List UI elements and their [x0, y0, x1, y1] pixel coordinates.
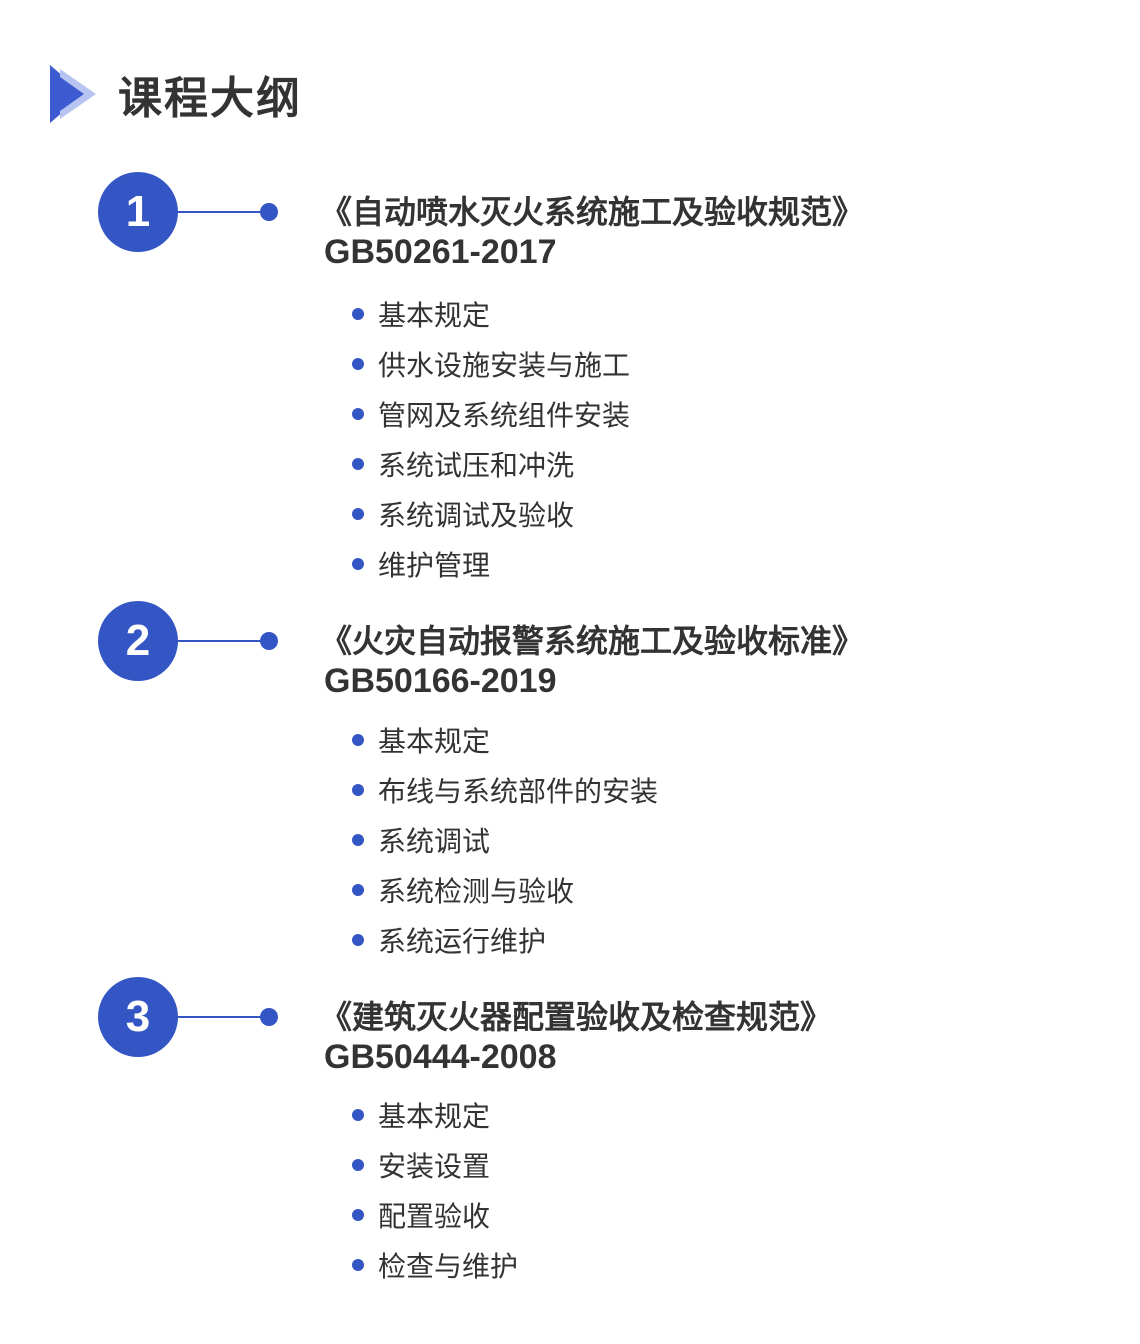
bullet-dot: [352, 834, 364, 846]
topic-list: 基本规定 布线与系统部件的安装 系统调试 系统检测与验收 系统运行维护: [352, 715, 658, 965]
list-item: 基本规定: [352, 289, 630, 339]
list-item: 基本规定: [352, 1090, 518, 1140]
play-chevron-icon: [50, 65, 96, 123]
bullet-dot: [352, 884, 364, 896]
bullet-dot: [352, 1109, 364, 1121]
connector-dot: [260, 1008, 278, 1026]
connector-dot: [260, 632, 278, 650]
bullet-dot: [352, 358, 364, 370]
section-number-badge: 2: [98, 601, 178, 681]
list-item: 系统检测与验收: [352, 865, 658, 915]
list-item: 管网及系统组件安装: [352, 389, 630, 439]
topic-label: 系统运行维护: [378, 925, 547, 958]
topic-label: 安装设置: [378, 1150, 491, 1183]
list-item: 系统调试: [352, 815, 658, 865]
standard-code: GB50444-2008: [324, 1038, 557, 1076]
connector-dot: [260, 203, 278, 221]
topic-label: 系统试压和冲洗: [378, 449, 575, 482]
list-item: 基本规定: [352, 715, 658, 765]
topic-label: 系统调试及验收: [378, 499, 575, 532]
connector-line: [178, 640, 264, 642]
topic-label: 系统调试: [378, 825, 491, 858]
bullet-dot: [352, 1259, 364, 1271]
bullet-dot: [352, 508, 364, 520]
topic-list: 基本规定 安装设置 配置验收 检查与维护: [352, 1090, 518, 1290]
bullet-dot: [352, 734, 364, 746]
topic-label: 管网及系统组件安装: [378, 399, 631, 432]
topic-label: 配置验收: [378, 1200, 491, 1233]
bullet-dot: [352, 784, 364, 796]
standard-code: GB50261-2017: [324, 233, 557, 271]
section-number-badge: 1: [98, 172, 178, 252]
list-item: 检查与维护: [352, 1240, 518, 1290]
standard-title: 《建筑灭火器配置验收及检查规范》: [320, 998, 833, 1036]
topic-list: 基本规定 供水设施安装与施工 管网及系统组件安装 系统试压和冲洗 系统调试及验收…: [352, 289, 630, 589]
bullet-dot: [352, 558, 364, 570]
section-number-badge: 3: [98, 977, 178, 1057]
standard-code: GB50166-2019: [324, 662, 557, 700]
list-item: 系统试压和冲洗: [352, 439, 630, 489]
topic-label: 供水设施安装与施工: [378, 349, 631, 382]
standard-title: 《自动喷水灭火系统施工及验收规范》: [320, 193, 865, 231]
connector-line: [178, 211, 264, 213]
list-item: 布线与系统部件的安装: [352, 765, 658, 815]
list-item: 安装设置: [352, 1140, 518, 1190]
bullet-dot: [352, 934, 364, 946]
topic-label: 基本规定: [378, 1100, 491, 1133]
page-header: 课程大纲: [50, 64, 302, 124]
list-item: 系统调试及验收: [352, 489, 630, 539]
topic-label: 检查与维护: [378, 1250, 519, 1283]
list-item: 供水设施安装与施工: [352, 339, 630, 389]
bullet-dot: [352, 308, 364, 320]
list-item: 维护管理: [352, 539, 630, 589]
topic-label: 基本规定: [378, 725, 491, 758]
standard-title: 《火灾自动报警系统施工及验收标准》: [320, 622, 865, 660]
bullet-dot: [352, 458, 364, 470]
bullet-dot: [352, 1159, 364, 1171]
page-title: 课程大纲: [118, 73, 302, 124]
bullet-dot: [352, 1209, 364, 1221]
topic-label: 基本规定: [378, 299, 491, 332]
topic-label: 系统检测与验收: [378, 875, 575, 908]
connector-line: [178, 1016, 264, 1018]
bullet-dot: [352, 408, 364, 420]
topic-label: 维护管理: [378, 549, 491, 582]
list-item: 配置验收: [352, 1190, 518, 1240]
topic-label: 布线与系统部件的安装: [378, 775, 659, 808]
list-item: 系统运行维护: [352, 915, 658, 965]
